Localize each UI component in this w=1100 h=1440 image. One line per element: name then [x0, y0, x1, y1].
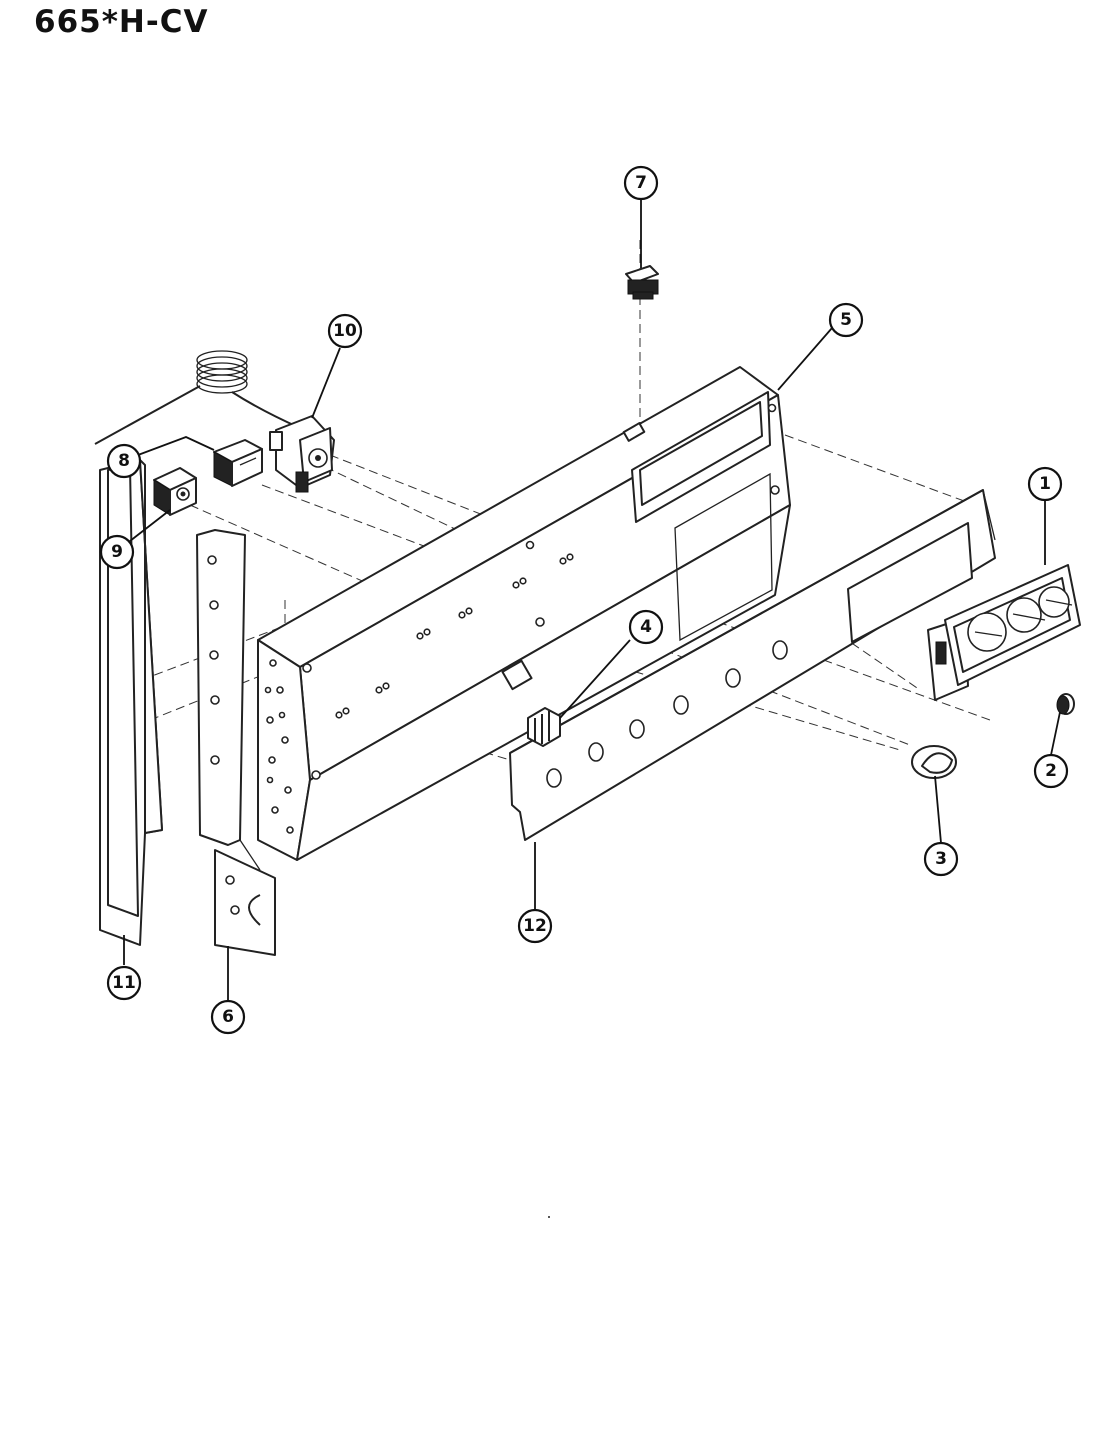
- part-3-control-knob: [911, 745, 957, 779]
- callout-label: 10: [333, 321, 357, 341]
- part-4-switch: [527, 707, 561, 747]
- part-5-control-panel-backguard: [257, 366, 791, 861]
- knob-holes: [546, 640, 788, 788]
- callout-12[interactable]: 12: [517, 908, 553, 944]
- part-2-clock-knob: [1056, 693, 1075, 715]
- callout-7[interactable]: 7: [623, 165, 659, 201]
- part-1-clock-timer: [927, 564, 1081, 701]
- callout-label: 9: [111, 542, 123, 562]
- callout-2[interactable]: 2: [1033, 753, 1069, 789]
- callout-label: 4: [640, 617, 652, 637]
- callout-label: 3: [935, 849, 947, 869]
- callout-4[interactable]: 4: [628, 609, 664, 645]
- callout-label: 6: [222, 1007, 234, 1027]
- callout-6[interactable]: 6: [210, 999, 246, 1035]
- part-8-infinite-switch: [213, 439, 263, 487]
- page-title: 665*H-CV: [34, 4, 209, 40]
- callout-3[interactable]: 3: [923, 841, 959, 877]
- part-7-indicator-light: [625, 265, 659, 300]
- part-12-front-control-panel: [509, 489, 996, 841]
- callout-label: 8: [118, 451, 130, 471]
- callout-8[interactable]: 8: [106, 443, 142, 479]
- callout-11[interactable]: 11: [106, 965, 142, 1001]
- part-10-thermostat: [94, 350, 335, 493]
- part-9-selector-switch: [153, 467, 197, 516]
- panel-screw-holes: [264, 403, 780, 834]
- part-11-side-trim: [99, 459, 163, 946]
- callout-label: 1: [1039, 474, 1051, 494]
- part-6-bracket: [196, 529, 276, 956]
- callout-1[interactable]: 1: [1027, 466, 1063, 502]
- callout-label: 5: [840, 310, 852, 330]
- callout-label: 12: [523, 916, 547, 936]
- callout-10[interactable]: 10: [327, 313, 363, 349]
- callout-9[interactable]: 9: [99, 534, 135, 570]
- callout-label: 7: [635, 173, 647, 193]
- leader-lines: [123, 200, 1061, 1000]
- callout-label: 11: [112, 973, 136, 993]
- callout-label: 2: [1045, 761, 1057, 781]
- switch-mounting-holes: [335, 553, 574, 719]
- capillary-coil: [94, 350, 301, 445]
- callout-5[interactable]: 5: [828, 302, 864, 338]
